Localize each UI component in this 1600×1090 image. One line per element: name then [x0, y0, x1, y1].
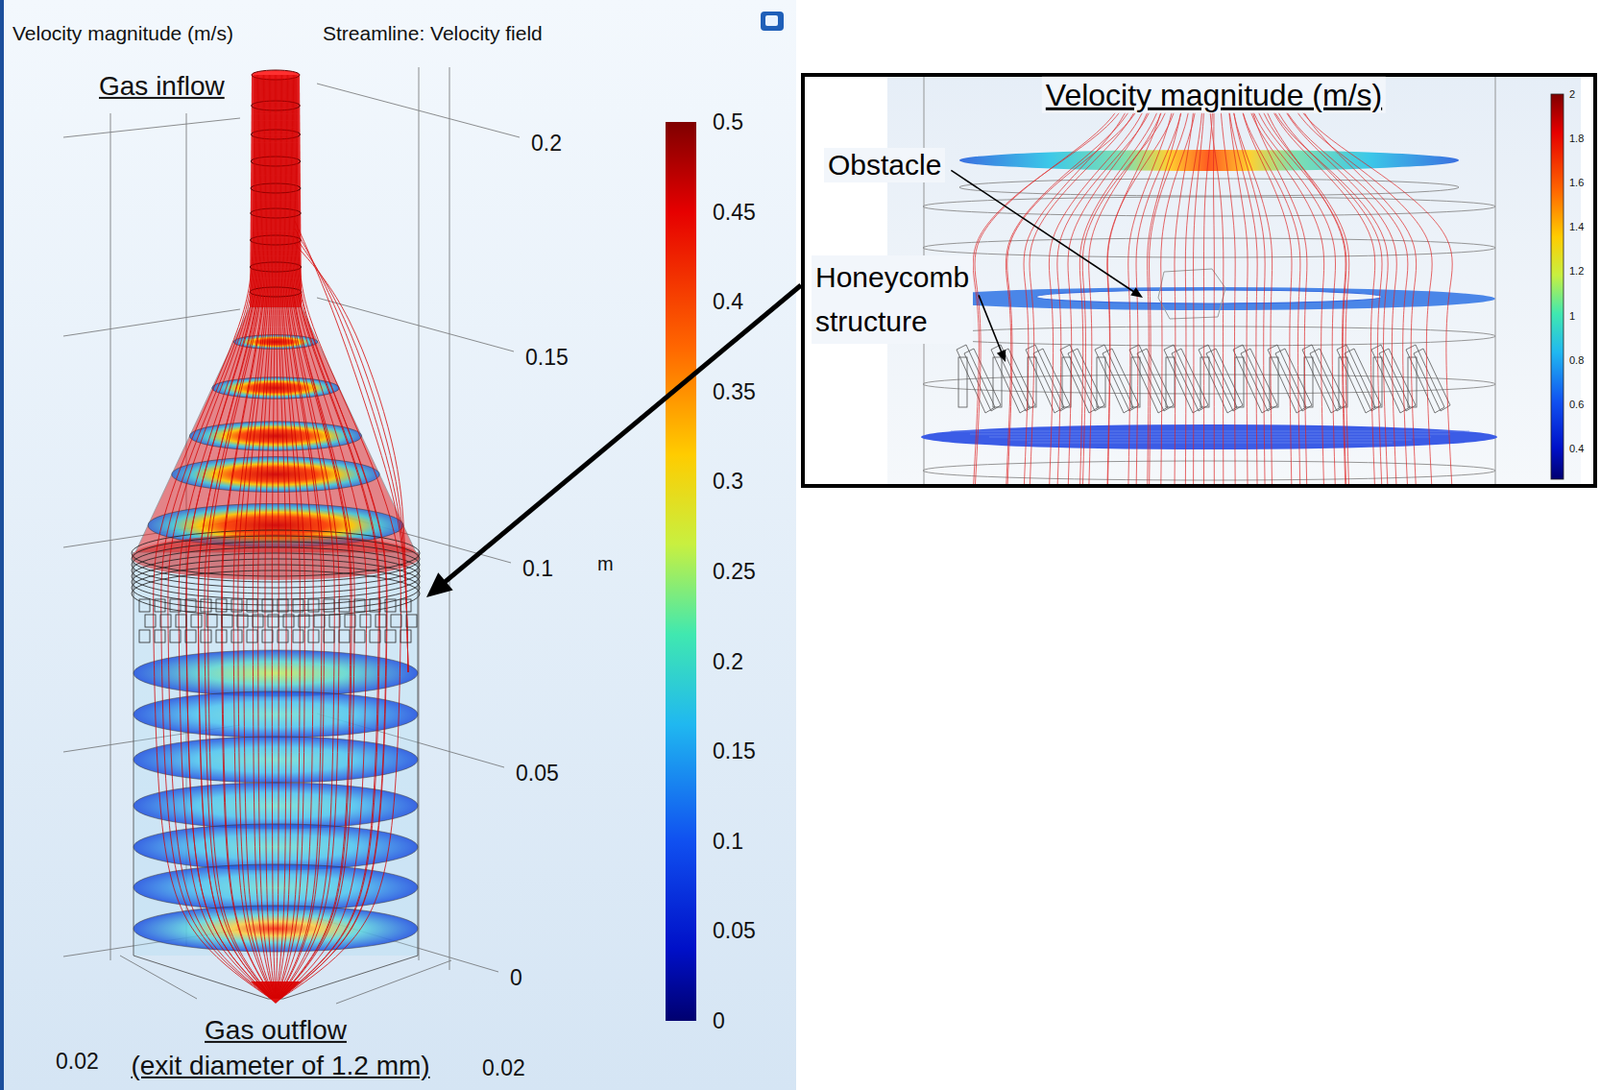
- colorbar-tick: 0.35: [712, 379, 756, 405]
- colorbar-tick: 0.5: [712, 109, 744, 135]
- outlet-note: (exit diameter of 1.2 mm): [130, 1050, 430, 1082]
- colorbar-tick: 0.05: [712, 918, 756, 944]
- colorbar-tick: 0.25: [712, 558, 756, 584]
- plot-background: [0, 0, 797, 1090]
- axis-tick: 0.02: [55, 1048, 99, 1074]
- colorbar-tick: 1: [1569, 309, 1576, 322]
- colorbar-tick: 1.4: [1569, 220, 1584, 234]
- colorbar-tick: 0.6: [1569, 397, 1584, 411]
- axis-tick: 0.15: [525, 344, 569, 370]
- inlet-label: Gas inflow: [98, 71, 225, 102]
- axis-grid: [63, 67, 520, 1004]
- inset-frame: Velocity magnitude (m/s) ObstacleHoneycom…: [800, 72, 1598, 488]
- vessel: [131, 70, 420, 1004]
- part-label: Obstacle: [824, 147, 946, 183]
- colorbar-tick: 0: [712, 1008, 726, 1034]
- colorbar-tick: 0.2: [712, 648, 744, 674]
- axis-tick: 0.02: [482, 1055, 526, 1081]
- colorbar-tick: 0.4: [712, 289, 744, 315]
- outlet-label: Gas outflow: [204, 1015, 347, 1046]
- leader-arrow: [950, 169, 1143, 363]
- plot-title: Streamline: Velocity field: [322, 22, 543, 46]
- plot-title: Velocity magnitude (m/s): [12, 22, 234, 46]
- colorbar-tick: 1.8: [1569, 132, 1584, 146]
- colorbar-tick: 0.45: [712, 198, 756, 224]
- colorbar-tick: 1.2: [1569, 265, 1584, 278]
- streamlines: [153, 74, 409, 999]
- colorbar-tick: 0.4: [1569, 441, 1584, 455]
- toolbar-icon: [760, 11, 784, 31]
- axis-unit: m: [597, 553, 614, 576]
- honeycomb-grid: [139, 599, 417, 643]
- colorbar-tick: 0.3: [712, 468, 744, 494]
- inset-figure: [800, 72, 1598, 488]
- colorbar-tick: 0.1: [712, 828, 744, 854]
- frame-edge: [0, 0, 4, 1090]
- colorbar-tick: 0.15: [712, 738, 756, 764]
- axis-tick: 0.2: [531, 130, 562, 156]
- colorbar-tick: 0.8: [1569, 353, 1584, 366]
- axis-tick: 0: [509, 965, 523, 991]
- colorbar: [665, 121, 697, 1021]
- inset-title: Velocity magnitude (m/s): [1042, 76, 1386, 114]
- colorbar-tick: 1.6: [1569, 176, 1584, 190]
- axis-tick: 0.1: [522, 556, 554, 582]
- axis-tick: 0.05: [515, 760, 559, 786]
- zoom-arrow: [426, 285, 801, 598]
- colorbar-tick: 2: [1569, 88, 1576, 101]
- part-label: Honeycomb structure: [811, 255, 973, 344]
